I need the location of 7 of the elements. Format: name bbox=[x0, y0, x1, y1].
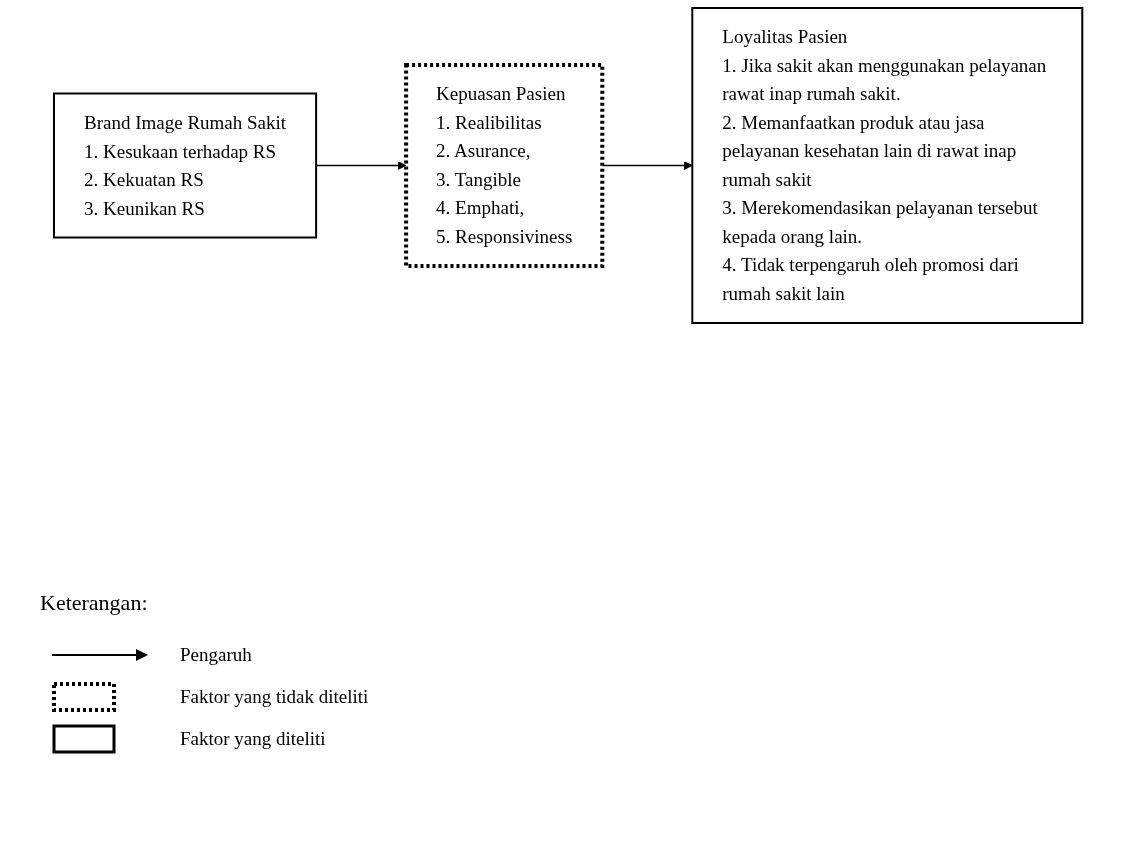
node-box: Kepuasan Pasien 1. Realibilitas 2. Asurance, 3. Tangible 4. Emphati, 5. Responsiviness bbox=[403, 63, 605, 268]
legend-text: Faktor yang diteliti bbox=[180, 728, 326, 750]
legend-heading: Keterangan: bbox=[40, 590, 148, 616]
legend-text: Pengaruh bbox=[180, 644, 252, 666]
node-box: Loyalitas Pasien 1. Jika sakit akan menggunakan pelayanan rawat inap rumah sakit. 2. Memanfaatkan produk atau jasa pelayanan kesehatan lain di rawat inap rumah sakit 3. Merekomendasikan pelayanan tersebut kepada orang lain. 4. Tidak terpengaruh oleh promosi dari rumah sakit lain bbox=[691, 7, 1084, 324]
node-box: Brand Image Rumah Sakit 1. Kesukaan terhadap RS 2. Kekuatan RS 3. Keunikan RS bbox=[52, 92, 317, 239]
legend-text: Faktor yang tidak diteliti bbox=[180, 686, 369, 708]
